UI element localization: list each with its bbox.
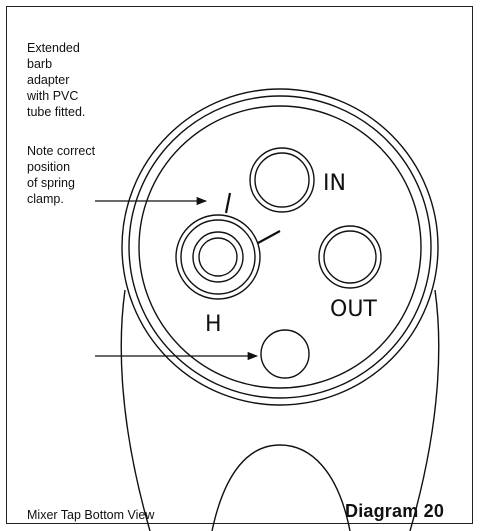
drain-port (260, 329, 310, 379)
spout-outline (211, 444, 351, 531)
tap-body-outline (120, 289, 151, 531)
base-outer-ring (121, 88, 439, 406)
spring-clamp-note: Note correct position of spring clamp. (27, 144, 96, 206)
out-port-inner (323, 230, 377, 284)
in-port-inner (254, 152, 310, 208)
h-port-outer (175, 214, 261, 300)
spring-clamp-tab-right (257, 230, 281, 244)
base-inner-ring (138, 105, 422, 389)
in-port-outer (249, 147, 315, 213)
h-port-barb-outer (192, 231, 244, 283)
view-caption: Mixer Tap Bottom View (27, 508, 155, 522)
tap-body-outline-right (409, 289, 440, 531)
h-port-barb-inner (198, 237, 238, 277)
diagram-title: Diagram 20 (345, 501, 445, 521)
out-port-label: OUT (330, 297, 377, 322)
spring-clamp-tab-top (224, 192, 232, 214)
hot-port-label: H (205, 312, 222, 337)
barb-adapter-note: Extended barb adapter with PVC tube fitt… (27, 41, 86, 119)
base-middle-ring (128, 95, 432, 399)
diagram-frame (6, 6, 473, 524)
in-port-label: IN (323, 171, 346, 196)
h-port-middle (180, 219, 256, 295)
out-port-outer (318, 225, 382, 289)
